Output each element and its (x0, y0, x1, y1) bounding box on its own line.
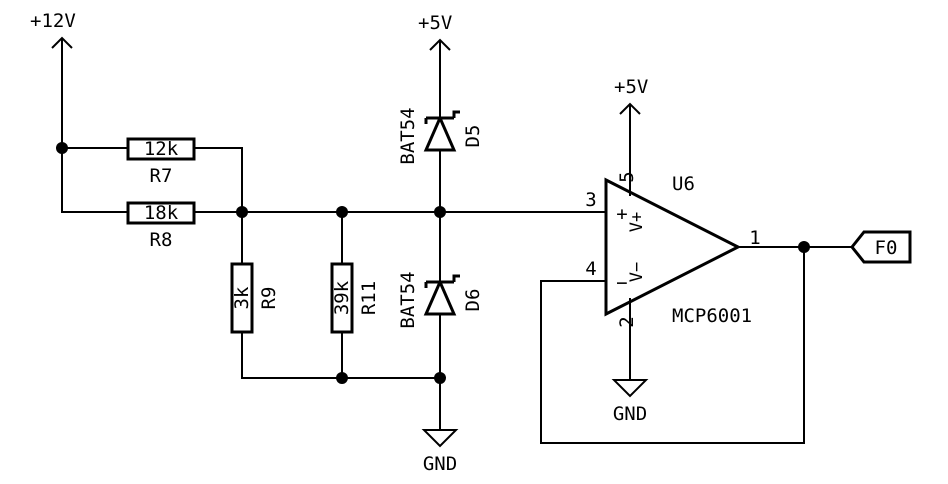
gnd-label-opamp: GND (613, 403, 647, 425)
diode-d6-body (423, 278, 457, 316)
net-label-f0-flag (850, 230, 912, 264)
gnd-label-diode: GND (423, 453, 457, 475)
opamp-vdd-name: V+ (627, 212, 647, 232)
wire-r7-node (194, 147, 243, 212)
diode-d6-part: BAT54 (397, 271, 419, 328)
resistor-r7-ref: R7 (150, 165, 173, 187)
gnd-opamp: GND (611, 379, 649, 425)
power-arrow-5v-opamp (619, 102, 641, 115)
resistor-r9-value: 3k (231, 286, 253, 309)
gnd-symbol-opamp (611, 379, 649, 398)
gnd-diode: GND (421, 429, 459, 475)
diode-d5-body (423, 114, 457, 152)
power-arrow-5v-top (429, 38, 451, 51)
wire-feedback (540, 247, 805, 444)
wire-12v-r8 (61, 148, 128, 213)
resistor-r8: 18k R8 (126, 201, 196, 251)
power-5v-opamp: +5V (614, 76, 648, 196)
resistor-r11-ref: R11 (358, 281, 380, 315)
opamp-pin-2-number: 2 (616, 316, 638, 327)
resistor-r9: 3k R9 (230, 262, 280, 334)
diode-d5: BAT54 D5 (397, 107, 484, 164)
diode-d5-part: BAT54 (397, 107, 419, 164)
resistor-r11: 39k R11 (330, 262, 380, 334)
opamp-body (604, 177, 742, 317)
opamp-pin-4-number: 4 (585, 258, 596, 280)
diode-d6: BAT54 D6 (397, 271, 484, 328)
diode-d6-schottky-bar (424, 274, 460, 288)
net-label-f0: F0 (850, 230, 912, 264)
net-label-f0-text: F0 (875, 237, 898, 259)
resistor-r9-ref: R9 (258, 287, 280, 310)
power-label-5v-top: +5V (418, 12, 452, 34)
opamp-u6: 3 4 + − V+ V− 5 2 1 U6 MCP6001 (585, 171, 760, 327)
junction-12v (56, 142, 68, 154)
junction-bottom-r11 (336, 372, 348, 384)
power-arrow-12v (51, 36, 73, 49)
power-label-5v-opamp: +5V (614, 76, 648, 98)
opamp-pin-5-number: 5 (616, 171, 638, 182)
opamp-pin-1-number: 1 (749, 227, 760, 249)
diode-d6-ref: D6 (462, 289, 484, 312)
diode-d5-ref: D5 (462, 125, 484, 148)
diode-d5-schottky-bar (424, 110, 460, 124)
resistor-r7: 12k R7 (126, 137, 196, 187)
opamp-pin-3-number: 3 (585, 189, 596, 211)
power-12v: +12V (30, 10, 76, 148)
resistor-r11-value: 39k (331, 280, 353, 315)
resistor-r8-value: 18k (144, 202, 179, 224)
power-5v-top: +5V (418, 12, 452, 118)
gnd-symbol-diode (421, 429, 459, 448)
opamp-ref: U6 (672, 173, 695, 195)
opamp-part: MCP6001 (672, 305, 752, 327)
power-label-12v: +12V (30, 10, 76, 32)
resistor-r8-ref: R8 (150, 229, 173, 251)
wire-r9-bottom (241, 332, 440, 379)
opamp-vss-name: V− (627, 262, 647, 282)
resistor-r7-value: 12k (144, 138, 179, 160)
opamp-minus-sign: − (616, 272, 627, 294)
opamp-plus-sign: + (616, 203, 627, 225)
